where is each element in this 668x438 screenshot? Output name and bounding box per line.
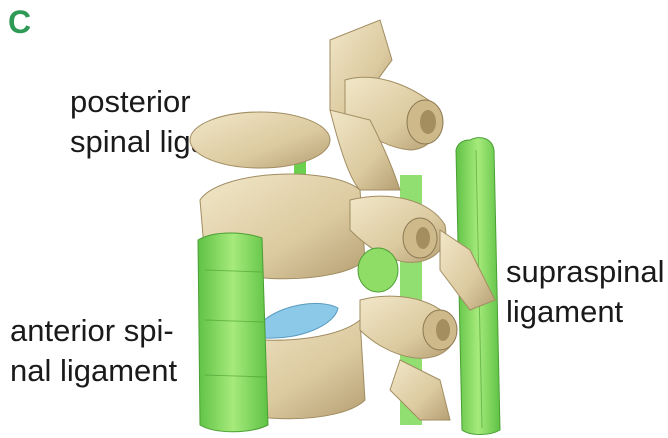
vertebral-body-back [190, 112, 330, 168]
anterior-spinal-ligament [198, 233, 268, 432]
ligamentum-flavum [358, 248, 398, 292]
intervertebral-disc [262, 303, 338, 338]
upper-facet-inner [420, 110, 436, 134]
middle-facet-inner [416, 227, 430, 249]
lower-facet-inner [436, 319, 450, 341]
